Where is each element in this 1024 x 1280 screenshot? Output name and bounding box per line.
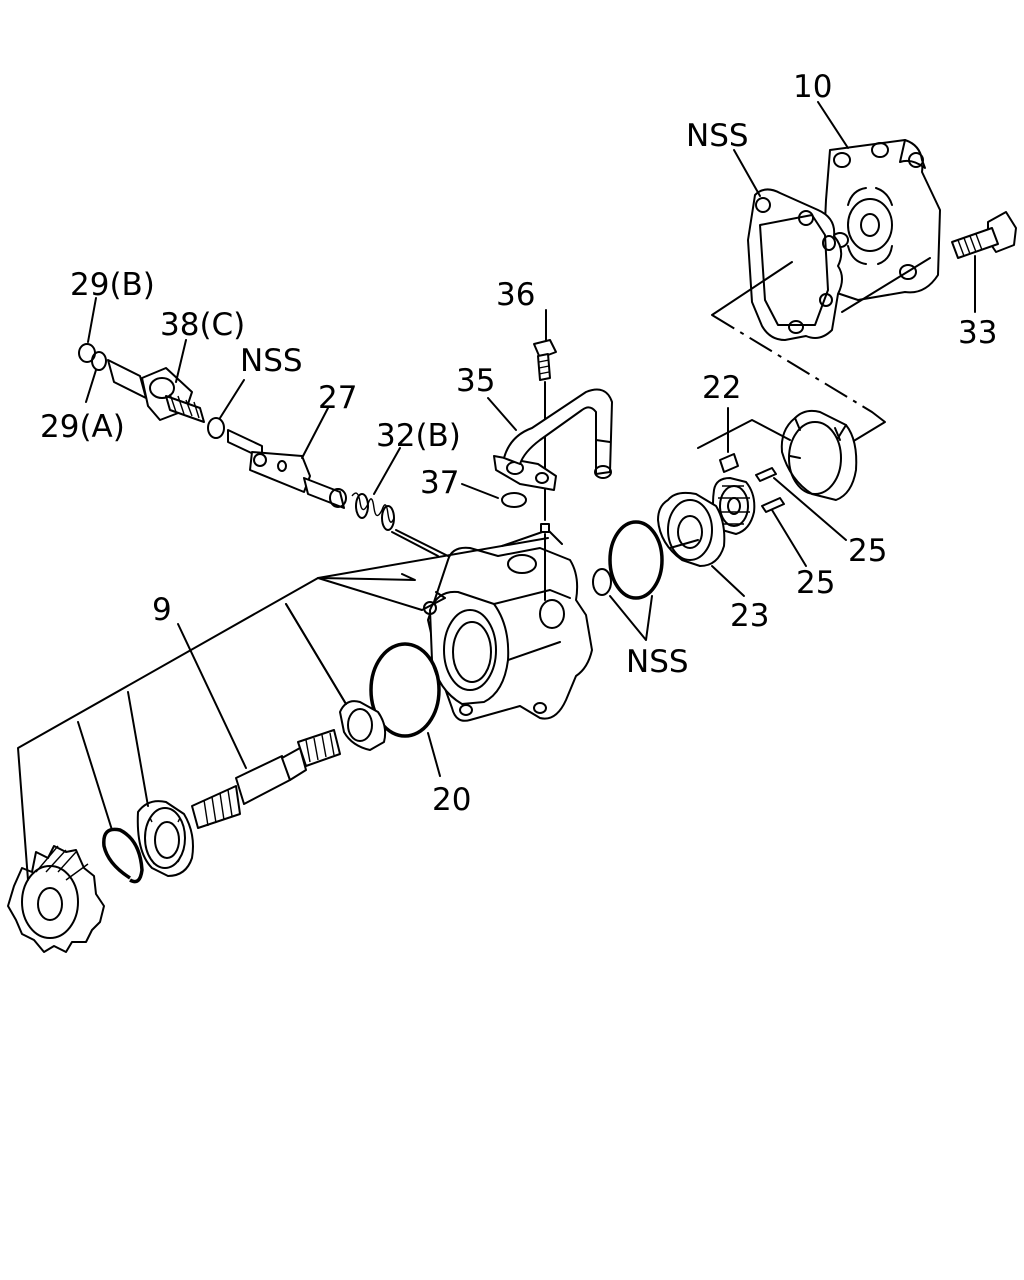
- vane-22: [719, 453, 739, 473]
- leader-35: [487, 397, 517, 431]
- label-nss-seals: NSS: [626, 644, 689, 680]
- cam-ring: [780, 409, 858, 501]
- seal-ring-small: [592, 568, 612, 596]
- union-pipe-35: [493, 388, 613, 491]
- leader-25-lower: [771, 509, 807, 567]
- label-27: 27: [318, 380, 357, 416]
- rear-gasket: [747, 188, 843, 341]
- side-plate-23: [657, 491, 726, 567]
- oring-37: [501, 492, 527, 508]
- bolt-36: [533, 339, 557, 381]
- snap-ring: [102, 827, 144, 884]
- leader-38c: [175, 339, 187, 383]
- bolt-33: [951, 211, 1017, 259]
- label-37: 37: [420, 465, 459, 501]
- leader-9: [177, 623, 247, 769]
- drive-gear: [7, 845, 105, 953]
- label-25-lower: 25: [796, 565, 835, 601]
- label-25-upper: 25: [848, 533, 887, 569]
- bearing: [136, 800, 194, 877]
- label-22: 22: [702, 370, 741, 406]
- bracket-vane: [697, 419, 791, 449]
- leader-23: [711, 565, 745, 597]
- plug-screw: [540, 523, 550, 601]
- label-nss-gasket: NSS: [686, 118, 749, 154]
- label-38c: 38(C): [160, 307, 245, 343]
- leader-25-upper: [773, 477, 847, 541]
- spring-32b: [351, 492, 395, 531]
- leader-nss-seals: [609, 595, 653, 641]
- leader-10: [817, 101, 849, 149]
- label-35: 35: [456, 363, 495, 399]
- oring-29a: [91, 351, 107, 371]
- leader-29b: [87, 297, 97, 343]
- label-33: 33: [958, 315, 997, 351]
- label-9: 9: [152, 592, 172, 628]
- assembly-line-cover: [711, 314, 873, 413]
- leader-spring-body: [395, 529, 449, 557]
- label-36: 36: [496, 277, 535, 313]
- seal-ring-large: [608, 520, 664, 600]
- connector-38c: [107, 359, 205, 423]
- leader-20: [427, 732, 441, 777]
- valve-spool-27: [227, 429, 347, 509]
- oring-nss-valve: [207, 417, 225, 439]
- oring-20: [369, 642, 441, 738]
- label-nss-oring: NSS: [240, 343, 303, 379]
- rotor: [712, 477, 756, 535]
- label-23: 23: [730, 598, 769, 634]
- label-29b: 29(B): [70, 267, 155, 303]
- pump-body: [423, 529, 593, 722]
- label-20: 20: [432, 782, 471, 818]
- leader-body-side: [317, 577, 446, 611]
- leader-37: [461, 483, 499, 499]
- leader-27: [301, 407, 329, 459]
- label-29a: 29(A): [40, 409, 125, 445]
- label-10: 10: [793, 69, 832, 105]
- pins-25: [755, 467, 785, 513]
- bracket-lower-parts: [17, 537, 549, 881]
- bracket-cover: [711, 257, 931, 316]
- leader-nss-oring: [219, 379, 245, 419]
- leader-nss-gasket: [733, 149, 761, 197]
- bracket-cam: [851, 411, 886, 443]
- shaft-9: [191, 729, 341, 829]
- oil-seal: [339, 700, 387, 751]
- leader-body-top: [391, 531, 439, 557]
- leader-32b: [373, 447, 401, 495]
- leader-body-bracket: [319, 573, 416, 581]
- label-32b: 32(B): [376, 418, 461, 454]
- leader-29a: [85, 369, 97, 403]
